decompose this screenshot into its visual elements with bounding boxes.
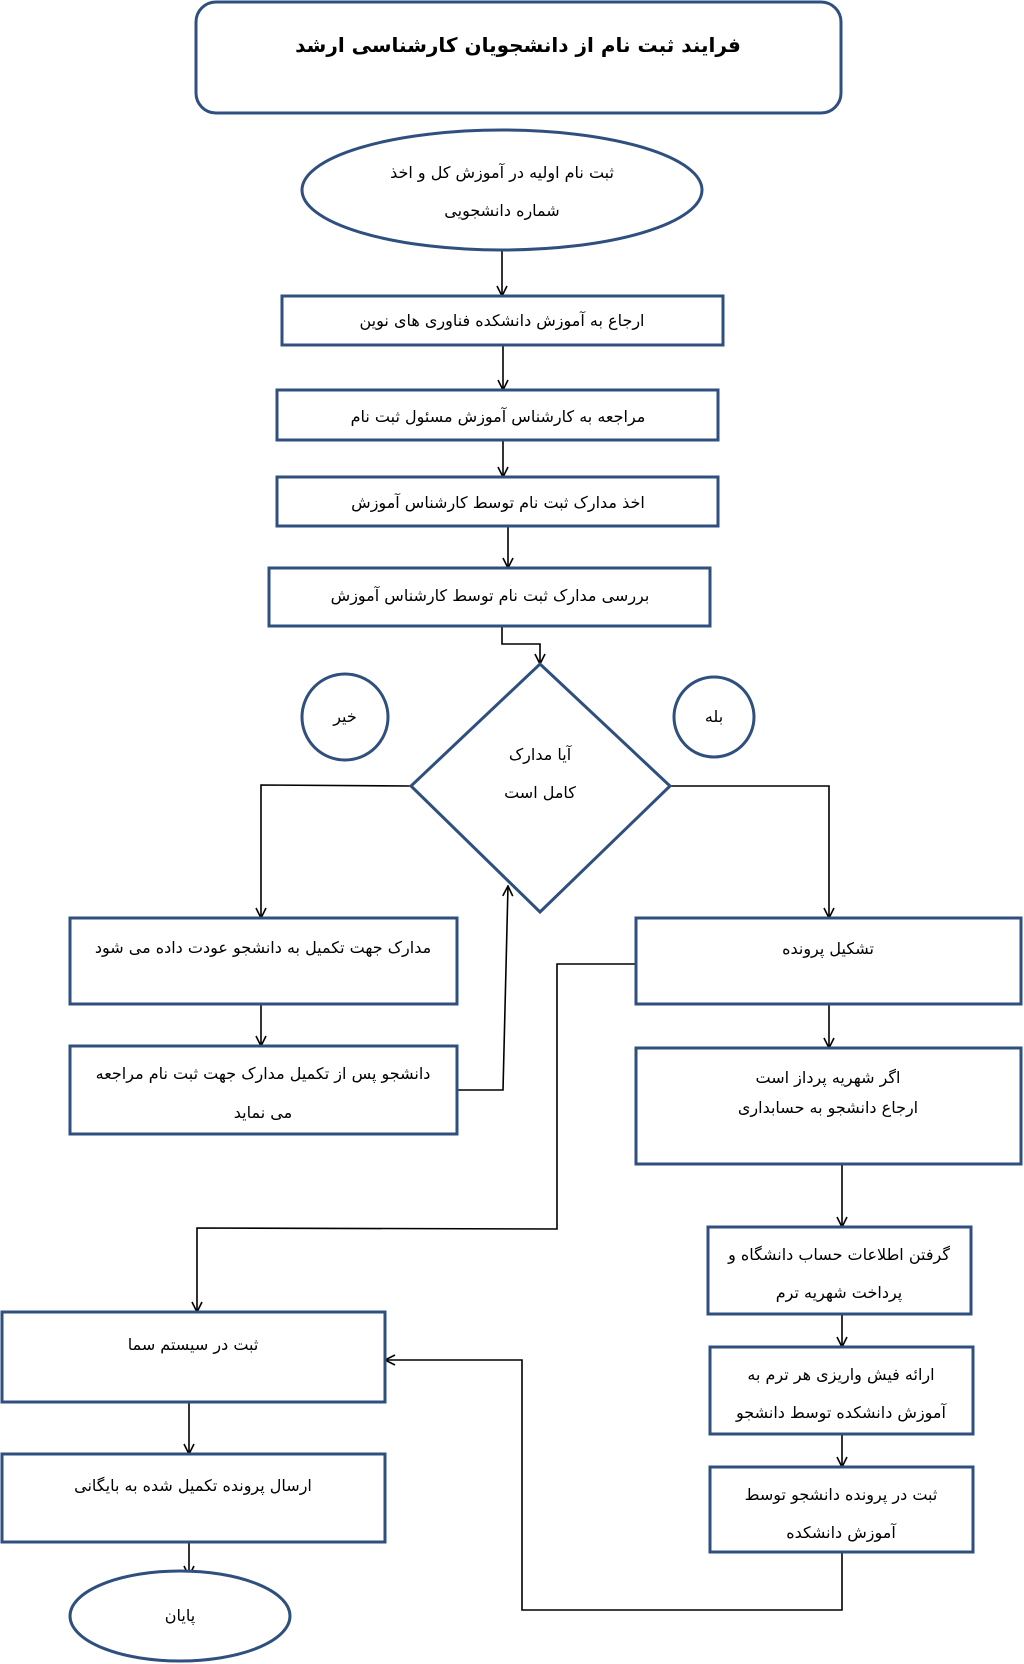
end-text: پایان (165, 1606, 195, 1626)
account-info-text: گرفتن اطلاعات حساب دانشگاه و پرداخت شهریه… (727, 1245, 950, 1303)
sama-box (0, 1310, 387, 1404)
step2-line-1: مراجعه به کارشناس آموزش مسئول ثبت نام (351, 407, 646, 427)
yes-label-line-1: بله (705, 707, 723, 726)
receipt-line-1: ارائه فیش واریزی هر ترم به (747, 1365, 934, 1385)
tuition-line-1: اگر شهریه پرداز است (756, 1068, 901, 1088)
arrow-step4-to-decision (501, 626, 540, 664)
step2-box (275, 388, 720, 442)
step3-line-1: اخذ مدارک ثبت نام توسط کارشناس آموزش (351, 493, 645, 513)
step1-box (280, 294, 725, 347)
account-info-line-2: پرداخت شهریه ترم (776, 1283, 902, 1303)
step3-text: اخذ مدارک ثبت نام توسط کارشناس آموزش (351, 493, 645, 513)
step1-line-1: ارجاع به آموزش دانشکده فناوری های نوین (360, 311, 645, 331)
decision-line-1: آیا مدارک (509, 745, 573, 765)
diagram-title: فرایند ثبت نام از دانشجویان کارشناسی ارش… (295, 33, 741, 57)
no-label-line-1: خیر (332, 707, 357, 727)
start-ellipse (300, 128, 704, 252)
arrow-decision-no-branch (261, 784, 412, 918)
start-text: ثبت نام اولیه در آموزش کل و اخذ شماره دان… (390, 163, 614, 221)
arrow-student-back-to-decision (457, 886, 508, 1091)
receipt-line-2: آموزش دانشکده توسط دانشجو (735, 1403, 947, 1423)
arrow-record-to-sama (385, 1360, 843, 1611)
no-label-circle (300, 672, 390, 762)
start-line-1: ثبت نام اولیه در آموزش کل و اخذ (390, 163, 614, 183)
start-line-2: شماره دانشجویی (444, 201, 559, 221)
make-file-text: تشکیل پرونده (782, 939, 874, 959)
account-info-line-1: گرفتن اطلاعات حساب دانشگاه و (727, 1245, 950, 1265)
decision-text: آیا مدارک کامل است (504, 745, 576, 802)
return-docs-text: مدارک جهت تکمیل به دانشجو عودت داده می ش… (95, 938, 431, 958)
no-label-text: خیر (332, 707, 357, 727)
yes-label-circle (672, 675, 756, 759)
tuition-text: اگر شهریه پرداز است ارجاع دانشجو به حسابد… (738, 1068, 918, 1118)
yes-label-text: بله (705, 707, 723, 726)
step3-box (275, 475, 720, 528)
step2-text: مراجعه به کارشناس آموزش مسئول ثبت نام (351, 407, 646, 427)
end-line-1: پایان (165, 1606, 195, 1626)
step4-box (267, 566, 712, 628)
sama-line-1: ثبت در سیستم سما (128, 1335, 259, 1355)
student-returns-line-2: می نماید (234, 1103, 292, 1122)
step4-text: بررسی مدارک ثبت نام توسط کارشناس آموزش (331, 586, 650, 606)
student-returns-line-1: دانشجو پس از تکمیل مدارک جهت ثبت نام مرا… (96, 1064, 431, 1084)
archive-line-1: ارسال پرونده تکمیل شده به بایگانی (74, 1476, 312, 1496)
record-text: ثبت در پرونده دانشجو توسط آموزش دانشکده (745, 1485, 938, 1543)
tuition-line-3: ارجاع دانشجو به حسابداری (738, 1098, 918, 1118)
end-ellipse (68, 1569, 292, 1663)
account-info-box (706, 1225, 973, 1316)
student-returns-box (68, 1044, 459, 1136)
record-box (708, 1465, 975, 1554)
return-docs-box (68, 916, 459, 1006)
receipt-text: ارائه فیش واریزی هر ترم به آموزش دانشکده … (735, 1365, 947, 1423)
archive-box (0, 1452, 387, 1544)
return-docs-line-1: مدارک جهت تکمیل به دانشجو عودت داده می ش… (95, 938, 431, 958)
make-file-box (634, 916, 1023, 1006)
record-line-2: آموزش دانشکده (786, 1523, 897, 1543)
decision-diamond (408, 661, 673, 915)
title-box (194, 0, 843, 115)
arrow-decision-yes-branch (670, 785, 829, 918)
sama-text: ثبت در سیستم سما (128, 1335, 259, 1355)
record-line-1: ثبت در پرونده دانشجو توسط (745, 1485, 938, 1505)
arrow-file-to-sama (197, 963, 636, 1312)
receipt-box (708, 1345, 975, 1436)
step4-line-1: بررسی مدارک ثبت نام توسط کارشناس آموزش (331, 586, 650, 606)
tuition-box (634, 1046, 1023, 1166)
make-file-line-1: تشکیل پرونده (782, 939, 874, 959)
decision-line-2: کامل است (504, 783, 576, 802)
archive-text: ارسال پرونده تکمیل شده به بایگانی (74, 1476, 312, 1496)
step1-text: ارجاع به آموزش دانشکده فناوری های نوین (360, 311, 645, 331)
student-returns-text: دانشجو پس از تکمیل مدارک جهت ثبت نام مرا… (96, 1064, 431, 1122)
